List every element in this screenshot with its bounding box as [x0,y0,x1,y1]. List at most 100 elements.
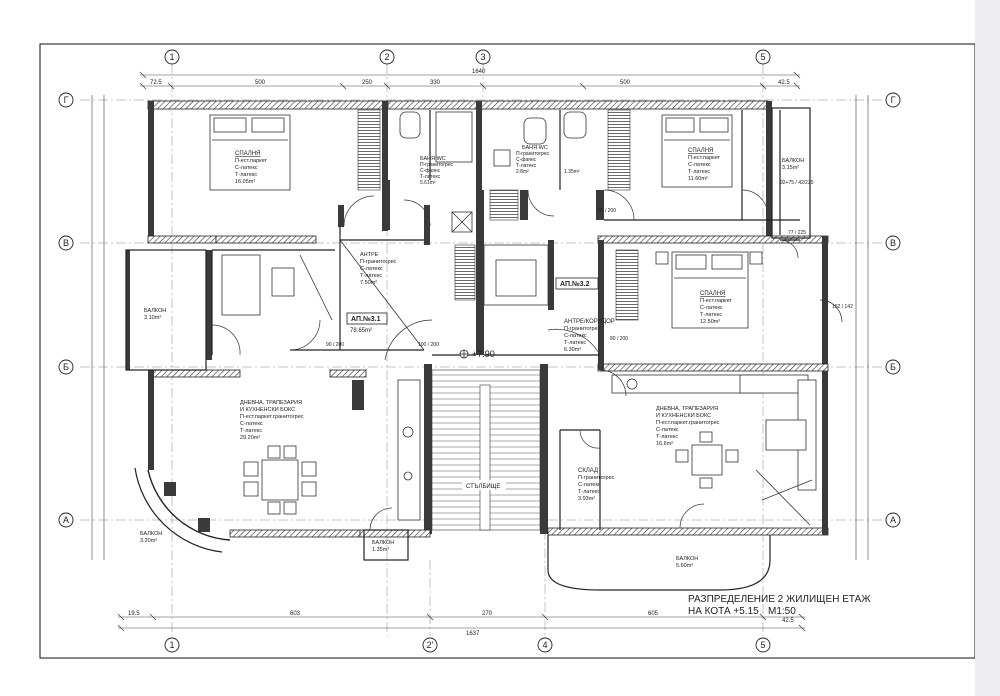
bedroom1-name: СПАЛНЯ [235,151,260,157]
dim-top-5: 42.5 [778,80,790,86]
title-line2: НА КОТА +5.15 [688,606,759,617]
living1-area: 29.20m² [240,435,260,441]
room-label-balcony-s2: БАЛКОН 5.60m² [676,556,698,569]
bedroom2-l2: С-латекс [688,162,711,168]
side-strip [975,0,1000,696]
bath1-l3: Т-латекс [420,174,441,180]
hall2-l3: Т-латекс [564,340,586,346]
sofa-left [221,254,333,321]
balcony-w-name: БАЛКОН [144,308,166,314]
kitchen-right [611,374,817,491]
bath1-l1: П-гранитогрес [420,162,454,168]
axis-markers-bottom: 1 2' 4 5 [164,637,771,653]
wc2-area: 1.35m² [564,169,580,175]
room-label-storage: СКЛАД П-гранитогрес С-латекс Т-латекс 3.… [578,468,615,502]
axis-row-left-2: В [63,238,69,248]
dining-table-left [243,445,317,515]
bath1-name: БАНЯ WC [420,156,446,162]
dimension-lines-vertical [91,95,869,560]
title-block: РАЗПРЕДЕЛЕНИЕ 2 ЖИЛИЩЕН ЕТАЖ НА КОТА +5.… [688,594,871,617]
hall2-name: АНТРЕ/КОРИДОР [564,319,615,325]
axis-row-right-2: В [890,238,896,248]
dim-bottom-0: 19.5 [128,611,140,617]
bedroom3-l1: П-ест.паркет [700,298,732,304]
bathroom-fixtures [399,111,587,233]
room-label-living2: ДНЕВНА, ТРАПЕЗАРИЯ И КУХНЕНСКИ БОКС П-ес… [656,406,720,447]
axis-row-left-1: Г [64,95,69,105]
room-label-bath1: БАНЯ WC П-гранитогрес С-фаянс Т-латекс 5… [420,156,454,186]
balcony-s1-area: 1.35m² [372,547,389,553]
level-mark-text: +7.90 [472,349,495,359]
bedroom1-area: 16.05m² [235,179,255,185]
balcony-s1-name: БАЛКОН [372,540,394,546]
dim-bottom-total: 1637 [466,631,480,637]
dim-top-2: 250 [362,80,373,86]
balcony-s2-name: БАЛКОН [676,556,698,562]
storage-l1: П-гранитогрес [578,475,615,481]
title-line1: РАЗПРЕДЕЛЕНИЕ 2 ЖИЛИЩЕН ЕТАЖ [688,594,871,605]
living1-l3: Т-латекс [240,428,262,434]
axis-top-4: 5 [760,52,765,62]
hall2-l1: П-гранитогрес [564,326,601,332]
hall2-area: 6.30m² [564,347,581,353]
storage-area: 3.93m² [578,496,595,502]
room-label-balcony-ne: БАЛКОН 3.15m² [782,158,804,171]
bed-3 [655,251,763,329]
dim-top-1: 500 [255,80,266,86]
storage-l2: С-латекс [578,482,601,488]
wardrobes [357,109,639,321]
bedroom3-l3: Т-латекс [700,312,722,318]
dim-bottom-4: 42.5 [782,618,794,624]
partition-lines [211,110,800,530]
stairs-name: СТЪЛБИЩЕ [466,484,500,490]
room-label-bedroom1: СПАЛНЯ П-ест.паркет С-латекс Т-латекс 16… [235,151,267,185]
apartment-label-1: АП.№3.1 78.65m² [346,312,388,334]
bed-2 [661,114,733,188]
balcony-w-area: 3.10m² [144,315,161,321]
bath2-l1: П-гранитогрес [516,151,550,157]
bedroom1-l2: С-латекс [235,165,258,171]
balcony-ne-name: БАЛКОН [782,158,804,164]
living2-area: 16.6m² [656,441,673,447]
storage-name: СКЛАД [578,468,598,474]
hall1-l1: П-гранитогрес [360,259,397,265]
axis-bottom-4: 5 [760,640,765,650]
exterior-walls [126,100,829,538]
bedroom2-l3: Т-латекс [688,169,710,175]
hall1-name: АНТРЕ [360,252,379,258]
hall1-area: 7.50m² [360,280,377,286]
axis-row-right-3: Б [890,362,896,372]
bedroom3-area: 12.50m² [700,319,720,325]
axis-bottom-3: 4 [542,640,547,650]
axis-bottom-1: 1 [169,640,174,650]
bath2-name: БАНЯ WC [522,145,548,151]
dim-bottom-3: 605 [648,611,659,617]
balcony-s2-area: 5.60m² [676,563,693,569]
living2-l1: П-ест.паркет.гранитогрес [656,420,720,426]
room-label-bedroom2: СПАЛНЯ П-ест.паркет С-латекс Т-латекс 11… [688,148,720,182]
door-label-2: 100 / 200 [418,342,439,348]
dim-bottom-1: 603 [290,611,301,617]
axis-top-2: 2 [384,52,389,62]
door-label-4: 80 / 200 [610,336,628,342]
balcony-sw-name: БАЛКОН [140,531,162,537]
door-swings [211,189,843,531]
living1-l2: С-латекс [240,421,263,427]
room-label-balcony-s1: БАЛКОН 1.35m² [372,540,394,553]
dim-top-3: 330 [430,80,441,86]
dining-table-right [675,431,739,489]
bath2-l2: С-фаянс [516,157,537,163]
room-label-balcony-sw: БАЛКОН 3.20m² [140,531,162,544]
living2-name: ДНЕВНА, ТРАПЕЗАРИЯ [656,406,718,412]
dim-top-0: 72.5 [150,80,162,86]
dim-bottom-2: 270 [482,611,493,617]
balcony-sw-area: 3.20m² [140,538,157,544]
bedroom2-area: 11.60m² [688,176,708,182]
door-label-6: 152 / 142 [832,304,853,310]
room-label-bath2: БАНЯ WC П-гранитогрес С-фаянс Т-латекс 2… [516,145,580,175]
bedroom1-l3: Т-латекс [235,172,257,178]
bedroom2-name: СПАЛНЯ [688,148,713,154]
bath2-area: 2.8m² [516,169,529,175]
bedroom3-l2: С-латекс [700,305,723,311]
room-label-stairs: СТЪЛБИЩЕ [462,480,506,490]
